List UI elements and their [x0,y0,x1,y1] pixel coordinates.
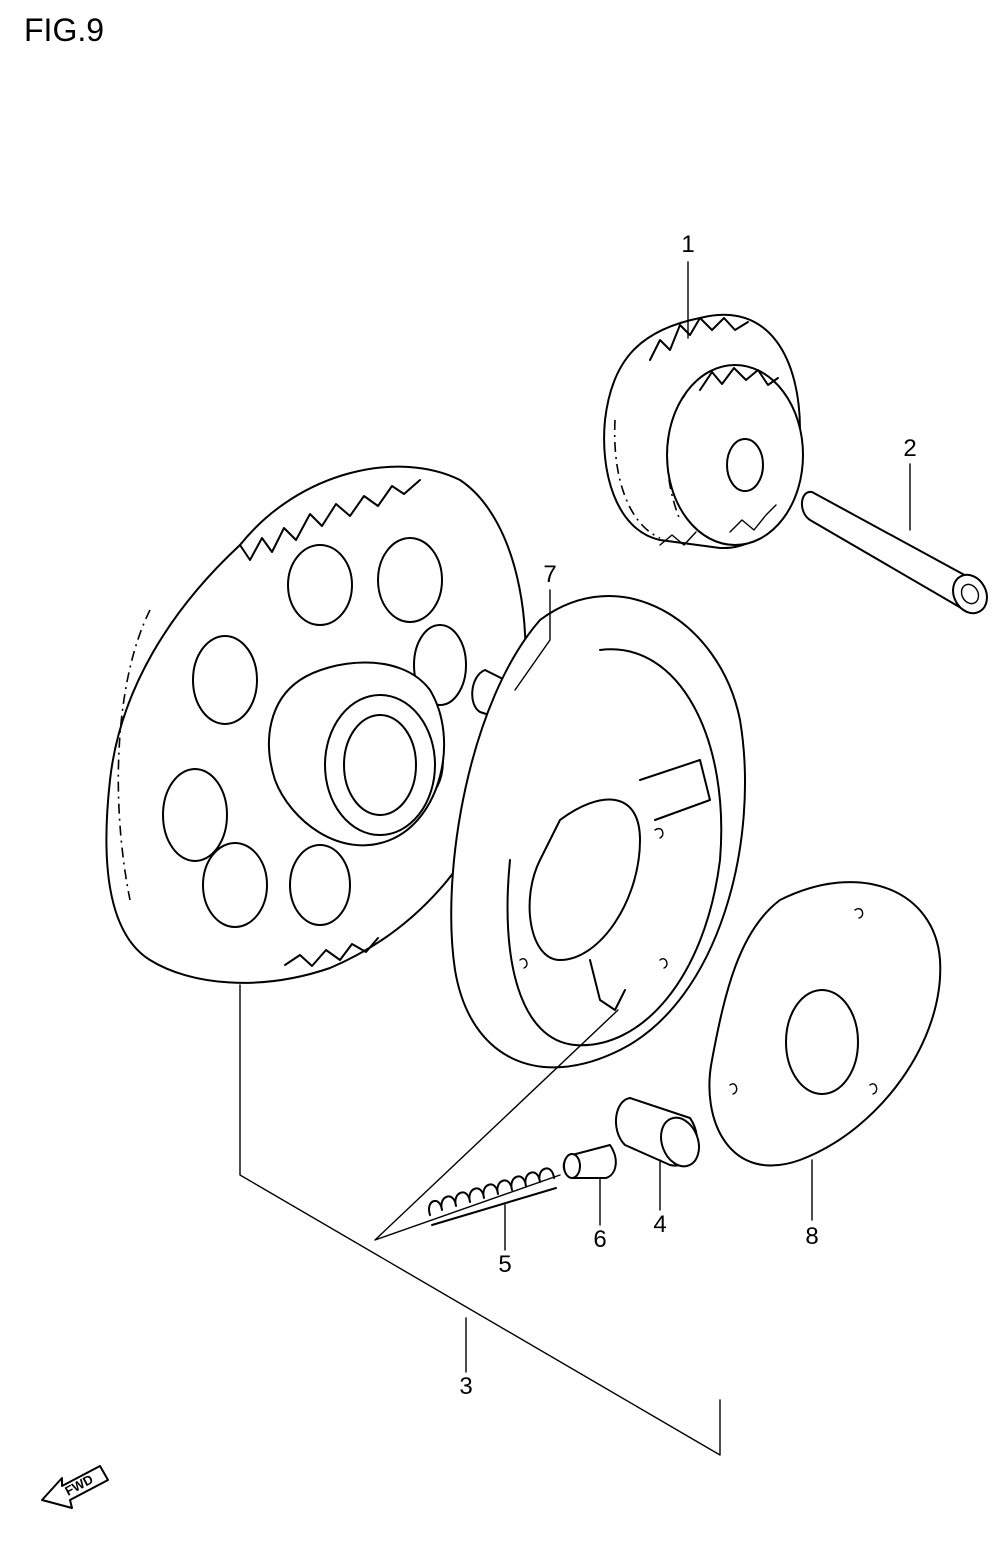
starter-clutch-body[interactable] [450,595,746,1069]
part-4-roller[interactable] [614,1097,706,1172]
part-6-pin[interactable] [562,1144,617,1179]
callout-7: 7 [543,561,556,588]
callout-1: 1 [681,231,694,258]
part-3-starter-driven-gear[interactable] [105,465,527,984]
callout-8: 8 [805,1223,818,1250]
part-5-spring[interactable] [428,1167,557,1226]
callout-5: 5 [498,1251,511,1278]
part-1-idle-gear[interactable] [603,313,804,550]
callout-2: 2 [903,435,916,462]
callout-3: 3 [459,1373,472,1400]
part-8-washer[interactable] [708,881,942,1167]
callout-6: 6 [593,1226,606,1253]
figure-title: FIG.9 [24,12,105,48]
callout-4: 4 [653,1211,666,1238]
forward-arrow-icon: FWD [41,1465,109,1509]
leader-lines [239,261,911,1456]
part-2-shaft[interactable] [801,490,994,619]
